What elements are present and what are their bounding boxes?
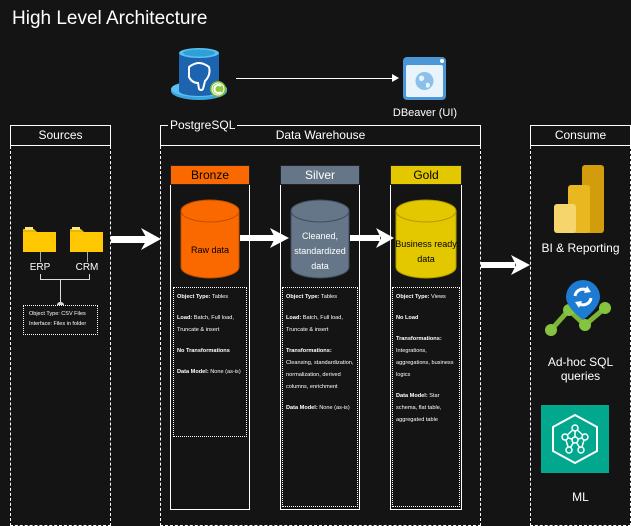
connector-line <box>236 78 396 79</box>
dbeaver-label: DBeaver (UI) <box>392 107 458 119</box>
silver-cylinder-text: Cleaned, standardized data <box>294 231 346 271</box>
sources-note-interface: Interface: Files in folder <box>29 321 87 327</box>
bronze-note: Object Type: Tables <box>177 294 229 300</box>
gold-database-icon: Business ready data <box>395 199 457 279</box>
connector-line <box>60 279 61 303</box>
sources-note-object-type: Object Type: CSV Files <box>29 311 86 317</box>
bracket-connector <box>40 274 90 280</box>
consume-sql-label: Ad-hoc SQL queries <box>547 355 614 383</box>
silver-layer-column <box>280 185 360 510</box>
sources-column <box>10 146 111 526</box>
gold-cylinder-text: Business ready data <box>395 239 457 264</box>
gold-note: Data Model: Star schema, flat table, agg… <box>396 393 442 423</box>
diagram-title: High Level Architecture <box>12 8 208 29</box>
source-crm-label: CRM <box>75 262 99 273</box>
silver-note: Transformations: Cleansing, standardizat… <box>286 348 354 390</box>
bronze-note: Data Model: None (as-is) <box>177 369 241 375</box>
sources-notes: Object Type: CSV Files Interface: Files … <box>23 305 98 335</box>
dbeaver-browser-window-icon <box>402 56 447 101</box>
warehouse-header-box <box>160 125 481 146</box>
bronze-note: No Transformations <box>177 348 230 354</box>
silver-note: Data Model: None (as-is) <box>286 405 350 411</box>
sources-header: Sources <box>10 125 111 146</box>
flow-arrow-icon <box>111 226 163 252</box>
silver-notes: Object Type: Tables Load: Batch, Full lo… <box>282 287 358 507</box>
silver-note: Object Type: Tables <box>286 294 338 300</box>
folder-icon <box>23 226 56 252</box>
postgresql-database-icon <box>167 45 237 107</box>
bronze-notes: Object Type: Tables Load: Batch, Full lo… <box>173 287 247 437</box>
gold-layer-column <box>390 185 462 510</box>
arrow-head-icon <box>392 74 399 82</box>
gold-layer-header: Gold <box>390 165 462 185</box>
bronze-note: Load: Batch, Full load, Truncate & inser… <box>177 315 234 333</box>
silver-layer-header: Silver <box>280 165 360 185</box>
gold-notes: Object Type: Views No Load Transformatio… <box>392 287 460 507</box>
silver-note: Load: Batch, Full load, Truncate & inser… <box>286 315 343 333</box>
postgresql-label: PostgreSQL <box>168 118 238 132</box>
consume-bi-label: BI & Reporting <box>541 241 620 255</box>
sql-query-icon <box>545 280 615 340</box>
warehouse-header: Data Warehouse <box>275 128 366 142</box>
flow-arrow-icon <box>481 253 531 277</box>
flow-arrow-icon <box>240 227 290 249</box>
silver-database-icon: Cleaned, standardized data <box>290 199 350 279</box>
folder-icon <box>70 226 103 252</box>
connector-line <box>87 252 88 262</box>
bronze-layer-header: Bronze <box>170 165 250 185</box>
gold-note: Transformations: Integrations, aggregati… <box>396 336 454 378</box>
connector-line <box>40 252 41 262</box>
flow-arrow-icon <box>350 227 395 249</box>
machine-learning-icon <box>541 405 609 473</box>
gold-note: No Load <box>396 315 419 321</box>
source-erp-label: ERP <box>29 262 51 273</box>
consume-ml-label: ML <box>572 490 589 504</box>
bronze-database-icon: Raw data <box>180 199 240 279</box>
power-bi-icon <box>554 165 606 233</box>
gold-note: Object Type: Views <box>396 294 446 300</box>
bronze-layer-column <box>170 185 250 510</box>
consume-header: Consume <box>530 125 631 146</box>
connector-cap <box>57 302 64 305</box>
bronze-cylinder-text: Raw data <box>190 245 230 255</box>
